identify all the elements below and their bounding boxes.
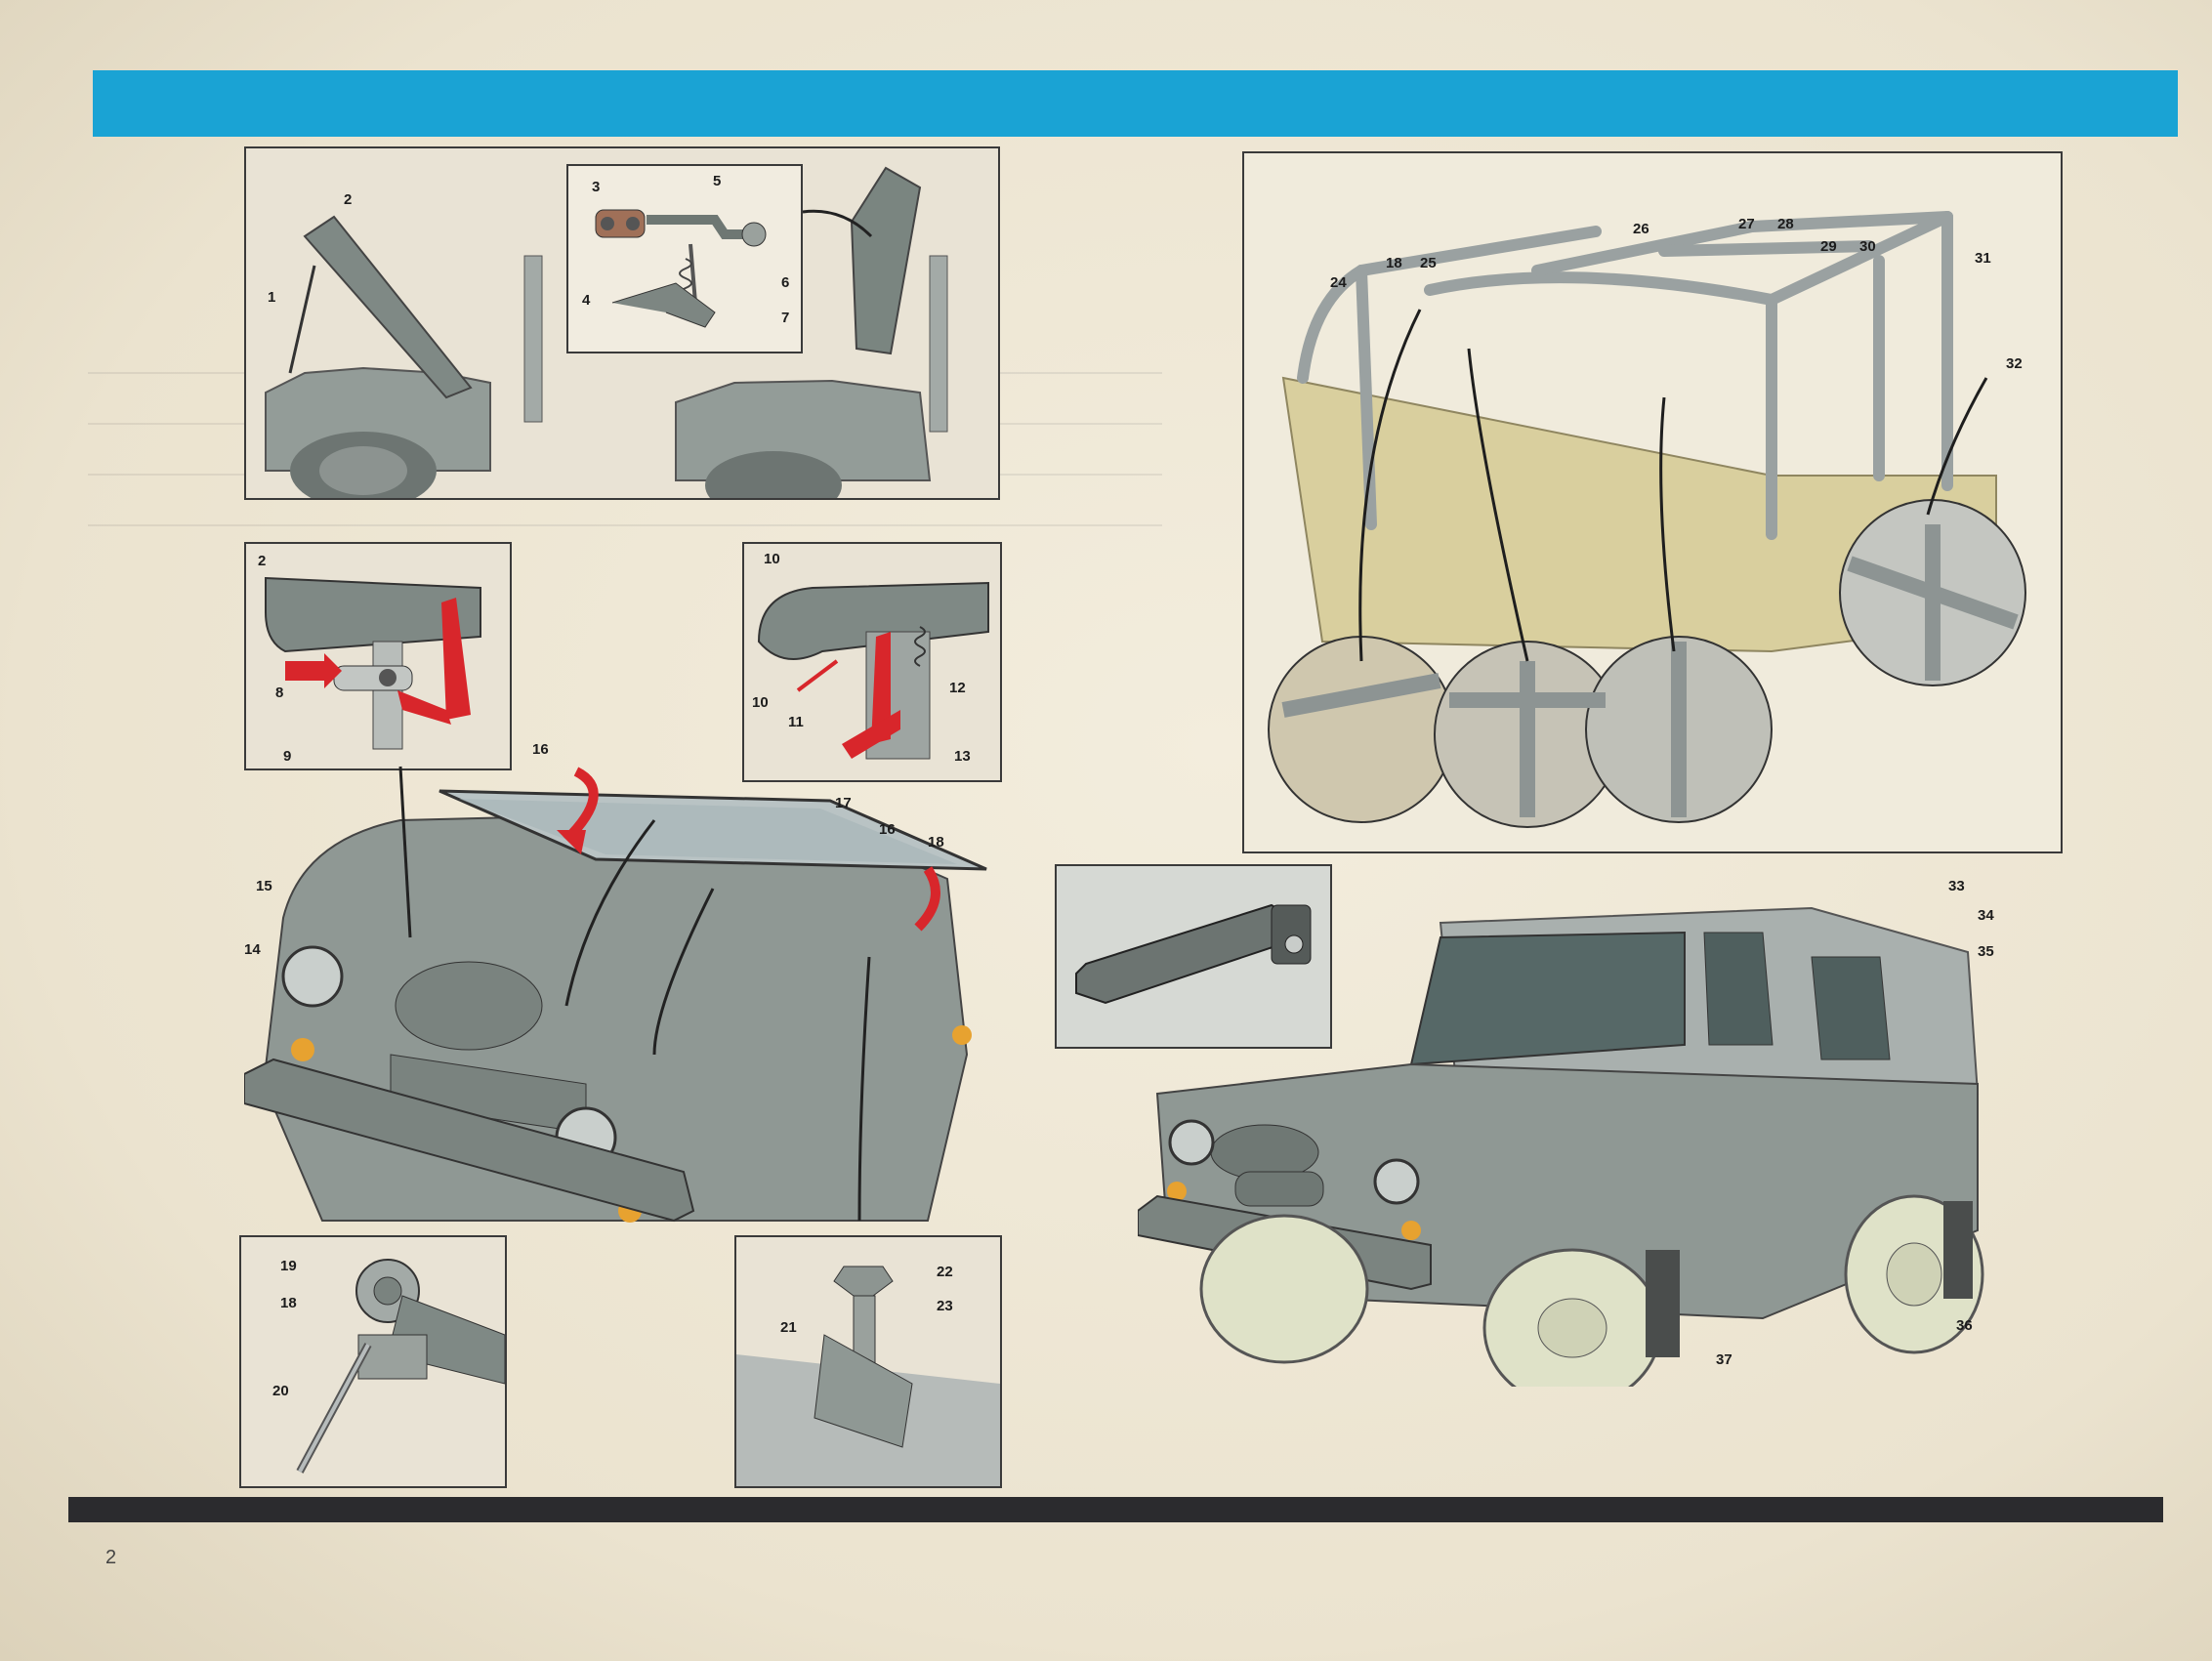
callout-25: 25 bbox=[1420, 255, 1437, 271]
panel-windshield-hinge: 19 18 20 bbox=[239, 1235, 507, 1488]
callout-32: 32 bbox=[2006, 355, 2023, 372]
callout-2: 2 bbox=[344, 191, 353, 208]
page-number: 2 bbox=[105, 1547, 117, 1568]
vehicle-overview: 33 34 35 36 37 bbox=[1138, 879, 1997, 1387]
callout-22: 22 bbox=[937, 1264, 953, 1280]
top-color-band bbox=[93, 70, 2178, 137]
door-handle-illustration bbox=[1057, 866, 1330, 1047]
callout-13: 13 bbox=[954, 748, 971, 765]
windshield-hinge-illustration bbox=[241, 1237, 505, 1486]
callout-11: 11 bbox=[788, 714, 804, 730]
callout-33: 33 bbox=[1948, 878, 1965, 894]
callout-18c: 18 bbox=[1386, 255, 1402, 271]
callout-15: 15 bbox=[256, 878, 272, 894]
hood-hinge-illustration bbox=[744, 544, 1000, 780]
front-windshield-view: 14 15 16 16 17 18 bbox=[244, 742, 1006, 1230]
callout-17: 17 bbox=[835, 795, 852, 811]
callout-10: 10 bbox=[764, 551, 780, 567]
callout-9: 9 bbox=[283, 748, 292, 765]
vehicle-overview-illustration bbox=[1138, 906, 1984, 1387]
callout-8: 8 bbox=[275, 685, 284, 701]
latch-lever-illustration bbox=[246, 544, 510, 768]
callout-18: 18 bbox=[928, 834, 944, 851]
windshield-clamp-illustration bbox=[736, 1237, 1000, 1486]
callout-10b: 10 bbox=[752, 694, 769, 711]
callout-37: 37 bbox=[1716, 1351, 1732, 1368]
panel-windshield-clamp: 21 22 23 bbox=[734, 1235, 1002, 1488]
callout-14: 14 bbox=[244, 941, 261, 958]
callout-28: 28 bbox=[1777, 216, 1794, 232]
panel-hood-open: 1 2 bbox=[244, 146, 1000, 500]
callout-29: 29 bbox=[1820, 238, 1837, 255]
callout-6: 6 bbox=[781, 274, 790, 291]
callout-7: 7 bbox=[781, 310, 790, 326]
hood-latch-illustration bbox=[568, 166, 801, 352]
callout-34: 34 bbox=[1978, 907, 1994, 924]
callout-36: 36 bbox=[1956, 1317, 1973, 1334]
callout-26: 26 bbox=[1633, 221, 1649, 237]
callout-23: 23 bbox=[937, 1298, 953, 1314]
bottom-dark-band bbox=[68, 1497, 2163, 1522]
callout-2b: 2 bbox=[258, 553, 267, 569]
callout-1: 1 bbox=[268, 289, 276, 306]
callout-16b: 16 bbox=[879, 821, 896, 838]
callout-20: 20 bbox=[272, 1383, 289, 1399]
panel-canopy-frame: 18 24 25 26 27 28 29 30 31 32 bbox=[1242, 151, 2063, 853]
panel-hood-latch: 3 4 5 6 7 bbox=[566, 164, 803, 353]
callout-30: 30 bbox=[1859, 238, 1876, 255]
callout-12: 12 bbox=[949, 680, 966, 696]
callout-31: 31 bbox=[1975, 250, 1991, 267]
callout-16: 16 bbox=[532, 741, 549, 758]
callout-18b: 18 bbox=[280, 1295, 297, 1311]
panel-hood-hinge: 10 10 11 12 13 bbox=[742, 542, 1002, 782]
callout-21: 21 bbox=[780, 1319, 797, 1336]
panel-door-handle: 38 39 bbox=[1055, 864, 1332, 1049]
panel-latch-lever: 2 8 9 bbox=[244, 542, 512, 770]
canopy-frame-illustration bbox=[1244, 153, 2061, 851]
callout-3: 3 bbox=[592, 179, 601, 195]
callout-19: 19 bbox=[280, 1258, 297, 1274]
callout-24: 24 bbox=[1330, 274, 1347, 291]
callout-27: 27 bbox=[1738, 216, 1755, 232]
callout-4: 4 bbox=[582, 292, 591, 309]
callout-35: 35 bbox=[1978, 943, 1994, 960]
hood-open-illustration bbox=[246, 148, 998, 498]
front-vehicle-illustration bbox=[244, 766, 987, 1223]
callout-5: 5 bbox=[713, 173, 722, 189]
